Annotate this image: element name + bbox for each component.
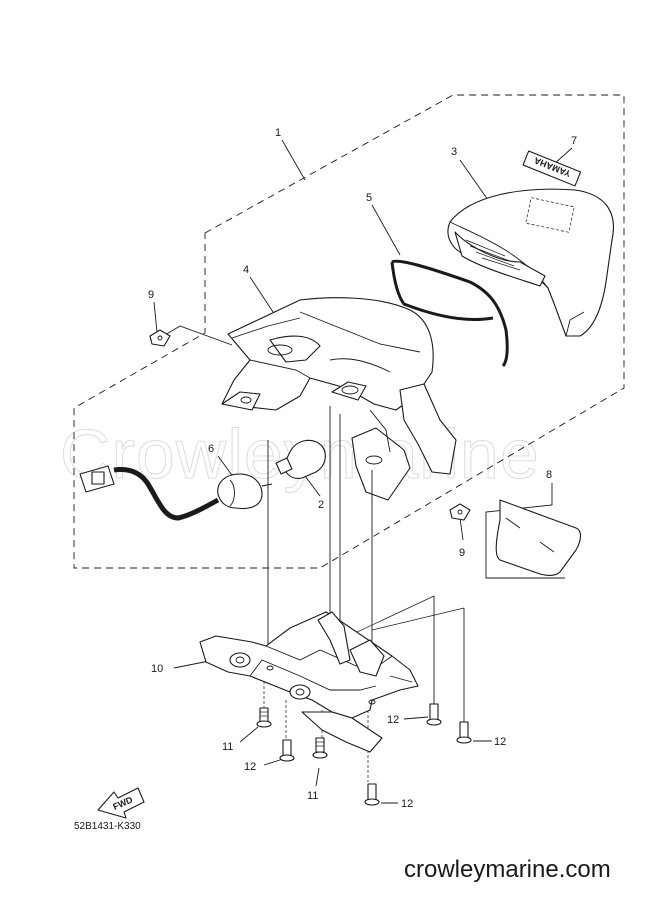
- align-8: [371, 607, 465, 631]
- leader-9a: [153, 301, 158, 333]
- leader-5: [371, 204, 401, 256]
- callout-4: 4: [243, 264, 249, 276]
- leader-8: [485, 483, 565, 579]
- bolt-11b: [312, 737, 328, 759]
- callout-2: 2: [318, 499, 324, 511]
- site-footer-link[interactable]: crowleymarine.com: [404, 856, 611, 883]
- callout-6: 6: [208, 443, 214, 455]
- callout-1: 1: [275, 127, 281, 139]
- collar-12c: [456, 721, 472, 744]
- callout-7: 7: [571, 135, 577, 147]
- leader-6: [217, 455, 235, 479]
- assembly-outline: [73, 94, 625, 569]
- leader-12a: [263, 758, 284, 766]
- callout-8: 8: [546, 469, 552, 481]
- callout-11b: 11: [307, 790, 318, 802]
- clip-nut-9b: [449, 503, 471, 521]
- rear-fender-bracket: [221, 297, 457, 501]
- reflector: [495, 499, 582, 576]
- leader-9b: [459, 517, 464, 541]
- bolt-11a: [256, 707, 272, 728]
- emblem-area: [525, 197, 575, 233]
- leader-1: [281, 139, 306, 181]
- leader-11a: [239, 726, 259, 743]
- callout-3: 3: [451, 146, 457, 158]
- collar-12a: [279, 739, 295, 762]
- diagram-code: 52B1431-K330: [74, 821, 141, 832]
- fwd-arrow-icon: FWD: [97, 787, 145, 819]
- callout-12c: 12: [494, 736, 506, 748]
- leader-11b: [315, 767, 320, 787]
- callout-12a: 12: [244, 761, 256, 773]
- gasket-seal: [390, 259, 509, 367]
- callout-10: 10: [151, 663, 163, 675]
- clip-nut-9a: [149, 329, 171, 347]
- callout-12d: 12: [401, 798, 413, 810]
- callout-9a: 9: [148, 289, 154, 301]
- leader-3: [459, 159, 489, 201]
- callout-5: 5: [366, 192, 372, 204]
- callout-11a: 11: [222, 741, 233, 753]
- lower-bracket: [199, 611, 419, 753]
- collar-12d: [364, 783, 380, 806]
- collar-12b: [426, 703, 442, 726]
- leader-4: [249, 276, 276, 316]
- bulb: [275, 439, 326, 479]
- tail-light-housing: [447, 188, 614, 337]
- yamaha-emblem: YAMAHA: [522, 150, 582, 187]
- callout-9b: 9: [459, 547, 465, 559]
- leader-9a-bracket: [164, 325, 233, 346]
- callout-12b: 12: [387, 714, 399, 726]
- leader-12b: [403, 716, 429, 720]
- socket-wire-harness: [79, 465, 273, 521]
